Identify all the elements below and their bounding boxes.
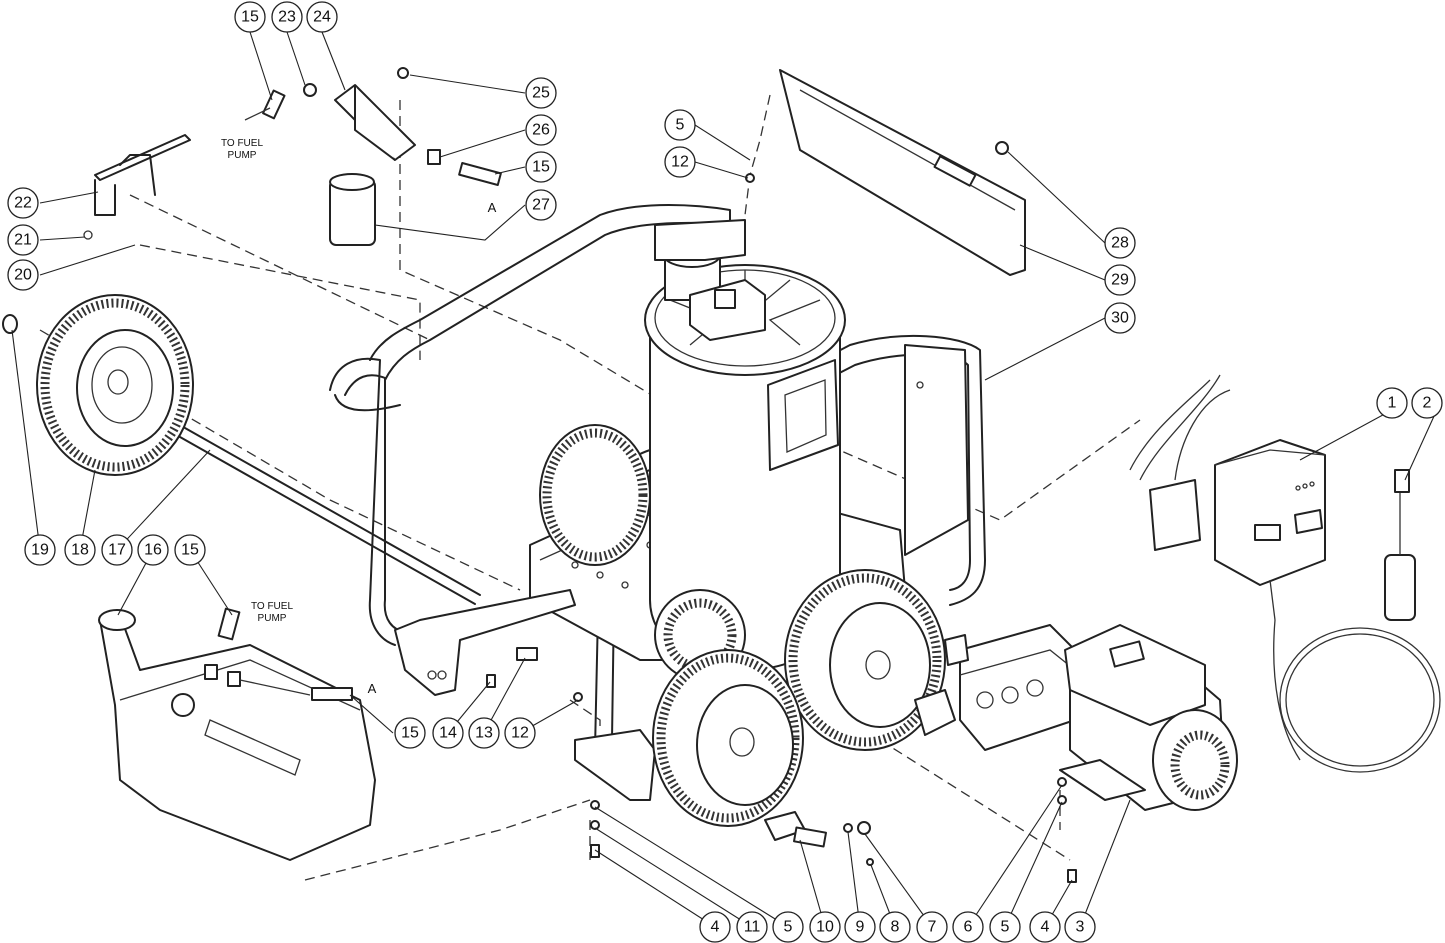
svg-text:29: 29 bbox=[1111, 272, 1129, 289]
svg-text:6: 6 bbox=[964, 919, 973, 936]
callout: 5 bbox=[664, 109, 696, 141]
callout: 26 bbox=[525, 114, 557, 146]
svg-text:19: 19 bbox=[31, 542, 49, 559]
svg-text:28: 28 bbox=[1111, 235, 1129, 252]
wheel-front-left bbox=[652, 649, 804, 827]
svg-text:24: 24 bbox=[313, 9, 331, 26]
svg-text:30: 30 bbox=[1111, 310, 1129, 327]
callout: 27 bbox=[525, 189, 557, 221]
callout: 4 bbox=[699, 911, 731, 943]
callout: 4 bbox=[1029, 911, 1061, 943]
fuel-pump-note-top-line1: TO FUEL bbox=[221, 138, 263, 149]
svg-text:27: 27 bbox=[532, 197, 550, 214]
callout: 9 bbox=[844, 911, 876, 943]
callout: 22 bbox=[7, 187, 39, 219]
svg-text:17: 17 bbox=[108, 542, 126, 559]
svg-text:12: 12 bbox=[671, 154, 689, 171]
svg-text:20: 20 bbox=[14, 267, 32, 284]
callout: 30 bbox=[1104, 302, 1136, 334]
callout: 25 bbox=[525, 77, 557, 109]
callout: 10 bbox=[809, 911, 841, 943]
callout: 15 bbox=[394, 717, 426, 749]
leader-lines bbox=[11, 31, 1441, 928]
callout: 20 bbox=[7, 259, 39, 291]
svg-text:25: 25 bbox=[532, 85, 550, 102]
wheel-left-loose bbox=[2, 294, 481, 605]
rear-panel bbox=[779, 69, 1026, 276]
svg-text:18: 18 bbox=[71, 542, 89, 559]
svg-text:11: 11 bbox=[744, 919, 761, 936]
fuel-pump-note-bottom-line2: PUMP bbox=[258, 613, 287, 624]
callout: 14 bbox=[432, 717, 464, 749]
callout: 3 bbox=[1064, 911, 1096, 943]
callout: 7 bbox=[916, 911, 948, 943]
svg-text:7: 7 bbox=[928, 919, 937, 936]
svg-text:3: 3 bbox=[1076, 919, 1085, 936]
svg-text:21: 21 bbox=[14, 232, 32, 249]
svg-text:8: 8 bbox=[891, 919, 900, 936]
callout: 12 bbox=[504, 717, 536, 749]
svg-text:15: 15 bbox=[241, 9, 259, 26]
callout: 21 bbox=[7, 224, 39, 256]
svg-text:14: 14 bbox=[439, 725, 457, 742]
callout: 18 bbox=[64, 534, 96, 566]
callout: 23 bbox=[271, 1, 303, 33]
callout-bubbles: 15 23 24 25 26 15 27 22 21 20 5 12 28 29… bbox=[7, 1, 1136, 943]
wheel-front-right bbox=[784, 569, 946, 751]
svg-text:15: 15 bbox=[401, 725, 419, 742]
callout: 19 bbox=[24, 534, 56, 566]
svg-text:22: 22 bbox=[14, 195, 32, 212]
control-box-assembly bbox=[1129, 374, 1441, 773]
callout: 12 bbox=[664, 146, 696, 178]
annotations: TO FUEL PUMP TO FUEL PUMP A A bbox=[221, 138, 497, 696]
hardware-small-parts bbox=[486, 173, 1077, 883]
svg-text:13: 13 bbox=[475, 725, 493, 742]
callout: 11 bbox=[736, 911, 768, 943]
callout: 13 bbox=[468, 717, 500, 749]
svg-text:12: 12 bbox=[511, 725, 529, 742]
svg-text:23: 23 bbox=[278, 9, 296, 26]
wheel-rear-mounted bbox=[539, 424, 651, 566]
connector-letter-bottom: A bbox=[368, 681, 377, 696]
callout: 8 bbox=[879, 911, 911, 943]
svg-text:26: 26 bbox=[532, 122, 550, 139]
svg-text:16: 16 bbox=[144, 542, 162, 559]
fuel-pump-note-bottom-line1: TO FUEL bbox=[251, 601, 293, 612]
callout: 17 bbox=[101, 534, 133, 566]
callout: 28 bbox=[1104, 227, 1136, 259]
callout: 6 bbox=[952, 911, 984, 943]
callout: 5 bbox=[772, 911, 804, 943]
svg-text:4: 4 bbox=[711, 919, 720, 936]
svg-text:5: 5 bbox=[784, 919, 793, 936]
fuel-tank bbox=[98, 607, 376, 861]
connector-letter-top: A bbox=[488, 200, 497, 215]
boiler-assembly bbox=[644, 219, 846, 671]
callout: 16 bbox=[137, 534, 169, 566]
svg-text:9: 9 bbox=[856, 919, 865, 936]
svg-text:15: 15 bbox=[532, 159, 550, 176]
callout: 15 bbox=[174, 534, 206, 566]
svg-text:15: 15 bbox=[181, 542, 199, 559]
fuel-filter-assembly bbox=[83, 67, 502, 246]
callout: 15 bbox=[234, 1, 266, 33]
callout: 15 bbox=[525, 151, 557, 183]
svg-text:10: 10 bbox=[816, 919, 834, 936]
callout: 29 bbox=[1104, 264, 1136, 296]
svg-text:4: 4 bbox=[1041, 919, 1050, 936]
callout: 24 bbox=[306, 1, 338, 33]
svg-text:5: 5 bbox=[1001, 919, 1010, 936]
svg-text:5: 5 bbox=[676, 117, 685, 134]
fuel-pump-note-top-line2: PUMP bbox=[228, 150, 257, 161]
callout: 5 bbox=[989, 911, 1021, 943]
pump-motor-assembly bbox=[914, 624, 1238, 811]
